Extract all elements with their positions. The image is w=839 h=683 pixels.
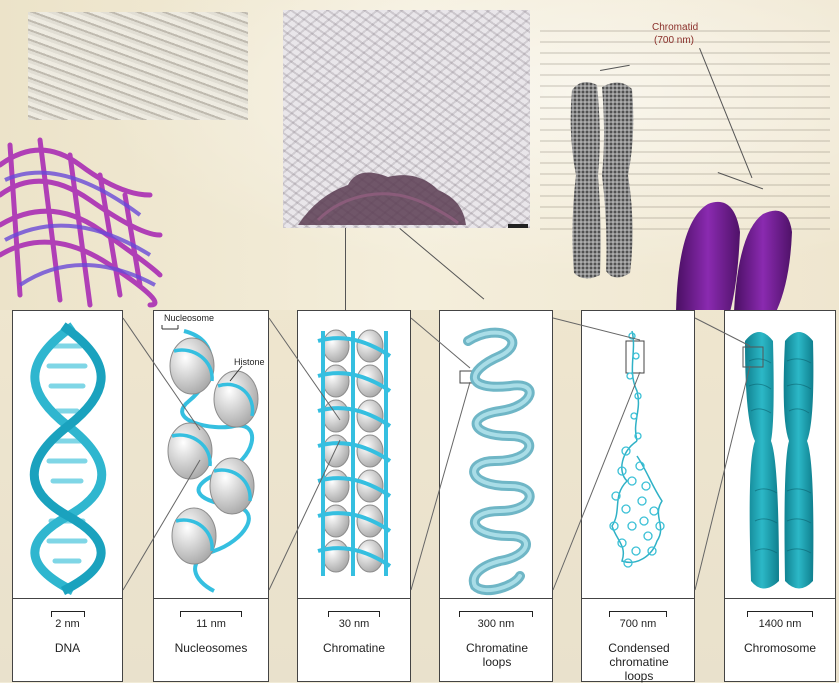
scale-label: 30 nm bbox=[339, 618, 370, 630]
histone-label: Histone bbox=[234, 357, 265, 367]
condensed-loops-fiber bbox=[582, 311, 696, 598]
zoom-box bbox=[626, 341, 644, 373]
panel-dna: 2 nm DNA bbox=[12, 310, 123, 682]
purple-chromosome-model bbox=[668, 192, 808, 310]
panel-title-dna: DNA bbox=[13, 641, 122, 655]
dna-double-helix bbox=[13, 311, 124, 598]
panel-chromosome: 1400 nm Chromosome bbox=[724, 310, 836, 682]
scale-bar bbox=[459, 611, 533, 617]
panel-title-nucleosomes: Nucleosomes bbox=[154, 641, 268, 655]
chromosome-scale: 1400 nm bbox=[725, 611, 835, 630]
panel-title-condensed-loops: Condensed chromatine loops bbox=[599, 641, 679, 683]
scale-bar bbox=[328, 611, 380, 617]
condensed-loops-scale: 700 nm bbox=[582, 611, 694, 630]
panel-title-chromosome: Chromosome bbox=[725, 641, 835, 655]
chromatine-loops-image-box bbox=[440, 311, 552, 599]
chromatin-loops-fiber bbox=[440, 311, 554, 598]
background-photo-area: Chromatid (700 nm) bbox=[0, 0, 839, 310]
chromatid-label: Chromatid bbox=[652, 22, 698, 33]
chromosome-model bbox=[725, 311, 837, 598]
panel-title-chromatine: Chromatine bbox=[298, 641, 410, 655]
dna-scale: 2 nm bbox=[13, 611, 122, 630]
scale-label: 300 nm bbox=[478, 618, 515, 630]
nucleosome-label: Nucleosome bbox=[164, 313, 214, 323]
nucleosome-bracket bbox=[162, 325, 178, 329]
panel-nucleosomes: Nucleosome Histone 11 nm Nucleosomes bbox=[153, 310, 269, 682]
scale-bar bbox=[609, 611, 667, 617]
chromatin-fiber bbox=[298, 311, 412, 598]
chromatine-image-box bbox=[298, 311, 410, 599]
panel-chromatine-loops: 300 nm Chromatine loops bbox=[439, 310, 553, 682]
scale-bar bbox=[747, 611, 813, 617]
chromosome-image-box bbox=[725, 311, 835, 599]
chromosome-micrograph bbox=[562, 75, 642, 285]
nucleosomes-scale: 11 nm bbox=[154, 611, 268, 630]
scale-bar bbox=[51, 611, 85, 617]
panel-chromatine: 30 nm Chromatine bbox=[297, 310, 411, 682]
scale-label: 11 nm bbox=[196, 618, 226, 630]
pointer-loops bbox=[345, 228, 346, 310]
scale-label: 700 nm bbox=[620, 618, 657, 630]
panel-condensed-chromatine-loops: 700 nm Condensed chromatine loops bbox=[581, 310, 695, 682]
chromatine-scale: 30 nm bbox=[298, 611, 410, 630]
chromatid-size-label: (700 nm) bbox=[654, 35, 694, 46]
scale-bar bbox=[180, 611, 242, 617]
scale-label: 1400 nm bbox=[759, 618, 802, 630]
panel-title-chromatine-loops: Chromatine loops bbox=[457, 641, 537, 669]
micrograph-scale-bar bbox=[508, 224, 528, 228]
dna-micrograph bbox=[28, 12, 248, 120]
nucleosome-array bbox=[154, 311, 270, 598]
scale-label: 2 nm bbox=[55, 618, 79, 630]
dna-molecular-model bbox=[0, 125, 170, 310]
chromatin-mass bbox=[298, 165, 468, 235]
condensed-loops-image-box bbox=[582, 311, 694, 599]
dna-image-box bbox=[13, 311, 122, 599]
nucleosomes-image-box: Nucleosome Histone bbox=[154, 311, 268, 599]
chromatine-loops-scale: 300 nm bbox=[440, 611, 552, 630]
